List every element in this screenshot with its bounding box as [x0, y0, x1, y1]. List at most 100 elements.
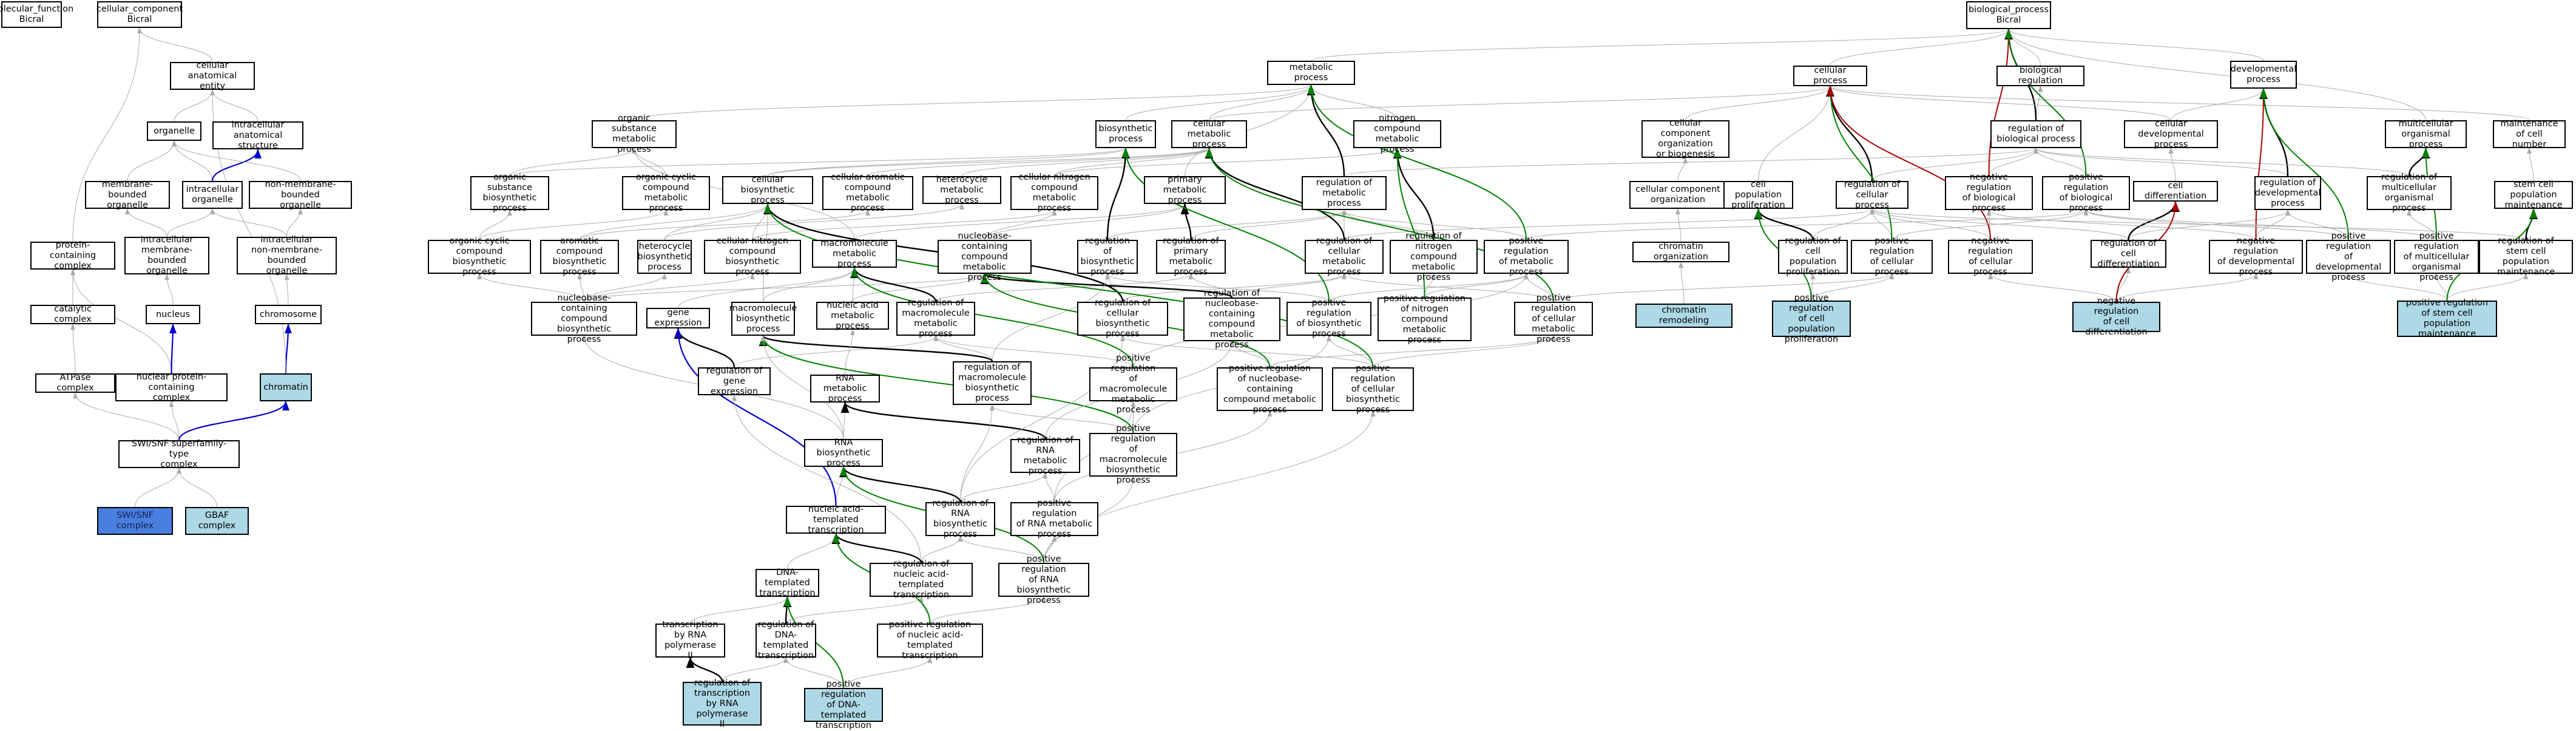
go-term-node[interactable]: regulation of primary metabolic process [1156, 236, 1226, 277]
go-term-node[interactable]: ATPase complex [35, 373, 115, 393]
go-term-node[interactable]: regulation of nucleobase-containing comp… [1183, 288, 1280, 350]
go-term-node[interactable]: metabolic process [1267, 61, 1355, 85]
go-term-node[interactable]: cellular metabolic process [1171, 119, 1247, 149]
go-term-node[interactable]: chromatin organization [1632, 242, 1729, 262]
go-term-node[interactable]: regulation of cellular biosynthetic proc… [1077, 298, 1168, 339]
go-term-node[interactable]: regulation of biological process [1990, 120, 2081, 148]
go-term-node[interactable]: negative regulation of biological proces… [1945, 172, 2033, 213]
go-term-node[interactable]: regulation of nitrogen compound metaboli… [1390, 231, 1478, 282]
go-term-node[interactable]: regulation of metabolic process [1302, 176, 1387, 210]
go-term-node[interactable]: positive regulation of biosynthetic proc… [1286, 298, 1371, 339]
go-term-node[interactable]: cellular nitrogen compound metabolic pro… [1010, 172, 1098, 213]
go-term-node[interactable]: positive regulation of metabolic process [1484, 236, 1569, 277]
go-term-node[interactable]: primary metabolic process [1144, 175, 1226, 205]
go-term-node[interactable]: cellular_component Bicral [96, 1, 183, 28]
go-term-node[interactable]: transcription by RNA polymerase II [655, 620, 725, 661]
go-term-node[interactable]: negative regulation of cell differentiat… [2072, 296, 2160, 337]
go-term-node[interactable]: positive regulation of cellular metaboli… [1514, 293, 1593, 344]
go-term-node[interactable]: regulation of RNA biosynthetic process [925, 498, 995, 539]
go-term-node[interactable]: organic cyclic compound biosynthetic pro… [428, 236, 531, 277]
go-term-node[interactable]: organic substance biosynthetic process [470, 172, 549, 213]
go-term-node[interactable]: macromolecule metabolic process [812, 239, 897, 269]
go-term-node[interactable]: GBAF complex [185, 507, 249, 535]
go-term-node[interactable]: positive regulation of stem cell populat… [2397, 298, 2497, 339]
go-term-node[interactable]: cellular aromatic compound metabolic pro… [822, 172, 913, 213]
go-term-node[interactable]: chromosome [255, 305, 322, 324]
go-term-node[interactable]: nucleus [146, 305, 200, 324]
go-term-node[interactable]: regulation of stem cell population maint… [2479, 236, 2573, 277]
go-term-node[interactable]: positive regulation of nitrogen compound… [1378, 294, 1472, 345]
go-term-node[interactable]: RNA biosynthetic process [804, 438, 883, 468]
go-term-node[interactable]: organic cyclic compound metabolic proces… [622, 172, 710, 213]
go-term-node[interactable]: positive regulation of nucleic acid-temp… [877, 620, 983, 661]
go-term-node[interactable]: protein-containing complex [30, 240, 115, 271]
go-term-node[interactable]: gene expression [646, 308, 710, 328]
go-term-node[interactable]: molecular_function Bicral [0, 1, 73, 28]
go-term-node[interactable]: intracellular organelle [182, 181, 243, 209]
go-term-node[interactable]: intracellular anatomical structure [212, 120, 303, 151]
go-term-node[interactable]: regulation of macromolecule biosynthetic… [953, 361, 1032, 405]
go-term-node[interactable]: positive regulation of biological proces… [2042, 172, 2130, 213]
go-term-node[interactable]: regulation of cellular process [1836, 180, 1908, 210]
go-term-node[interactable]: organelle [147, 121, 201, 141]
go-term-node[interactable]: regulation of biosynthetic process [1077, 236, 1138, 277]
go-term-node[interactable]: positive regulation of multicellular org… [2394, 231, 2479, 282]
go-term-node[interactable]: organic substance metabolic process [592, 114, 677, 154]
go-term-node[interactable]: nuclear protein-containing complex [115, 372, 228, 403]
go-term-node[interactable]: regulation of RNA metabolic process [1010, 435, 1080, 476]
go-term-node[interactable]: multicellular organismal process [2385, 119, 2467, 149]
go-term-node[interactable]: positive regulation of RNA metabolic pro… [1010, 498, 1098, 539]
go-term-node[interactable]: chromatin [260, 373, 312, 401]
go-term-node[interactable]: catalytic complex [30, 304, 115, 324]
go-term-node[interactable]: biosynthetic process [1095, 120, 1156, 148]
go-term-node[interactable]: maintenance of cell number [2493, 119, 2566, 149]
go-term-node[interactable]: cellular component organization or bioge… [1641, 118, 1729, 159]
go-term-node[interactable]: positive regulation of cellular biosynth… [1332, 364, 1414, 415]
go-term-node[interactable]: biological_process Bicral [1966, 1, 2051, 29]
go-term-node[interactable]: negative regulation of cellular process [1948, 236, 2033, 277]
go-term-node[interactable]: regulation of nucleic acid-templated tra… [870, 559, 973, 600]
go-term-node[interactable]: positive regulation of RNA biosynthetic … [998, 554, 1089, 605]
go-term-node[interactable]: nucleobase-containing compound metabolic… [938, 231, 1032, 282]
go-term-node[interactable]: cell differentiation [2133, 181, 2218, 202]
go-term-node[interactable]: nucleic acid-templated transcription [786, 505, 886, 535]
go-term-node[interactable]: membrane-bounded organelle [85, 180, 170, 210]
go-term-node[interactable]: positive regulation of DNA-templated tra… [804, 679, 883, 730]
go-term-node[interactable]: macromolecule biosynthetic process [729, 302, 797, 336]
go-term-node[interactable]: heterocycle metabolic process [922, 175, 1001, 205]
go-term-node[interactable]: regulation of transcription by RNA polym… [683, 678, 762, 729]
go-term-node[interactable]: regulation of multicellular organismal p… [2367, 172, 2452, 213]
go-term-node[interactable]: cellular biosynthetic process [722, 175, 813, 205]
go-term-node[interactable]: stem cell population maintenance [2494, 180, 2573, 210]
go-term-node[interactable]: non-membrane-bounded organelle [249, 180, 352, 210]
go-term-node[interactable]: regulation of gene expression [698, 366, 771, 396]
go-term-node[interactable]: regulation of developmental process [2254, 176, 2321, 210]
go-term-node[interactable]: regulation of DNA-templated transcriptio… [756, 620, 816, 661]
go-term-node[interactable]: intracellular membrane-bounded organelle [124, 235, 209, 276]
go-term-node[interactable]: chromatin remodeling [1635, 304, 1733, 328]
go-term-node[interactable]: biological regulation [1996, 66, 2084, 86]
go-term-node[interactable]: positive regulation of developmental pro… [2306, 231, 2391, 282]
go-term-node[interactable]: cellular developmental process [2124, 119, 2218, 149]
go-term-node[interactable]: nucleobase-containing compound biosynthe… [531, 293, 637, 344]
go-term-node[interactable]: negative regulation of developmental pro… [2209, 236, 2303, 277]
go-term-node[interactable]: positive regulation of macromolecule met… [1089, 353, 1177, 415]
go-term-node[interactable]: regulation of macromolecule metabolic pr… [896, 298, 975, 339]
go-term-node[interactable]: cellular component organization [1629, 181, 1726, 209]
go-term-node[interactable]: cell population proliferation [1723, 180, 1793, 210]
go-term-node[interactable]: cellular anatomical entity [170, 61, 255, 91]
go-term-node[interactable]: nucleic acid metabolic process [816, 301, 889, 331]
go-term-node[interactable]: SWI/SNF superfamily-type complex [118, 439, 240, 469]
go-term-node[interactable]: positive regulation of cellular process [1851, 236, 1933, 277]
go-term-node[interactable]: regulation of cellular metabolic process [1305, 236, 1384, 277]
go-term-node[interactable]: heterocycle biosynthetic process [637, 240, 692, 274]
go-term-node[interactable]: positive regulation of macromolecule bio… [1089, 424, 1177, 485]
go-term-node[interactable]: positive regulation of cell population p… [1772, 293, 1851, 344]
go-term-node[interactable]: aromatic compound biosynthetic process [540, 236, 619, 277]
go-term-node[interactable]: RNA metabolic process [810, 373, 880, 404]
go-term-node[interactable]: cellular process [1793, 66, 1867, 86]
go-term-node[interactable]: cellular nitrogen compound biosynthetic … [704, 236, 801, 277]
go-term-node[interactable]: regulation of cell differentiation [2091, 239, 2166, 269]
go-term-node[interactable]: positive regulation of nucleobase-contai… [1217, 364, 1323, 415]
go-term-node[interactable]: developmental process [2230, 61, 2297, 89]
